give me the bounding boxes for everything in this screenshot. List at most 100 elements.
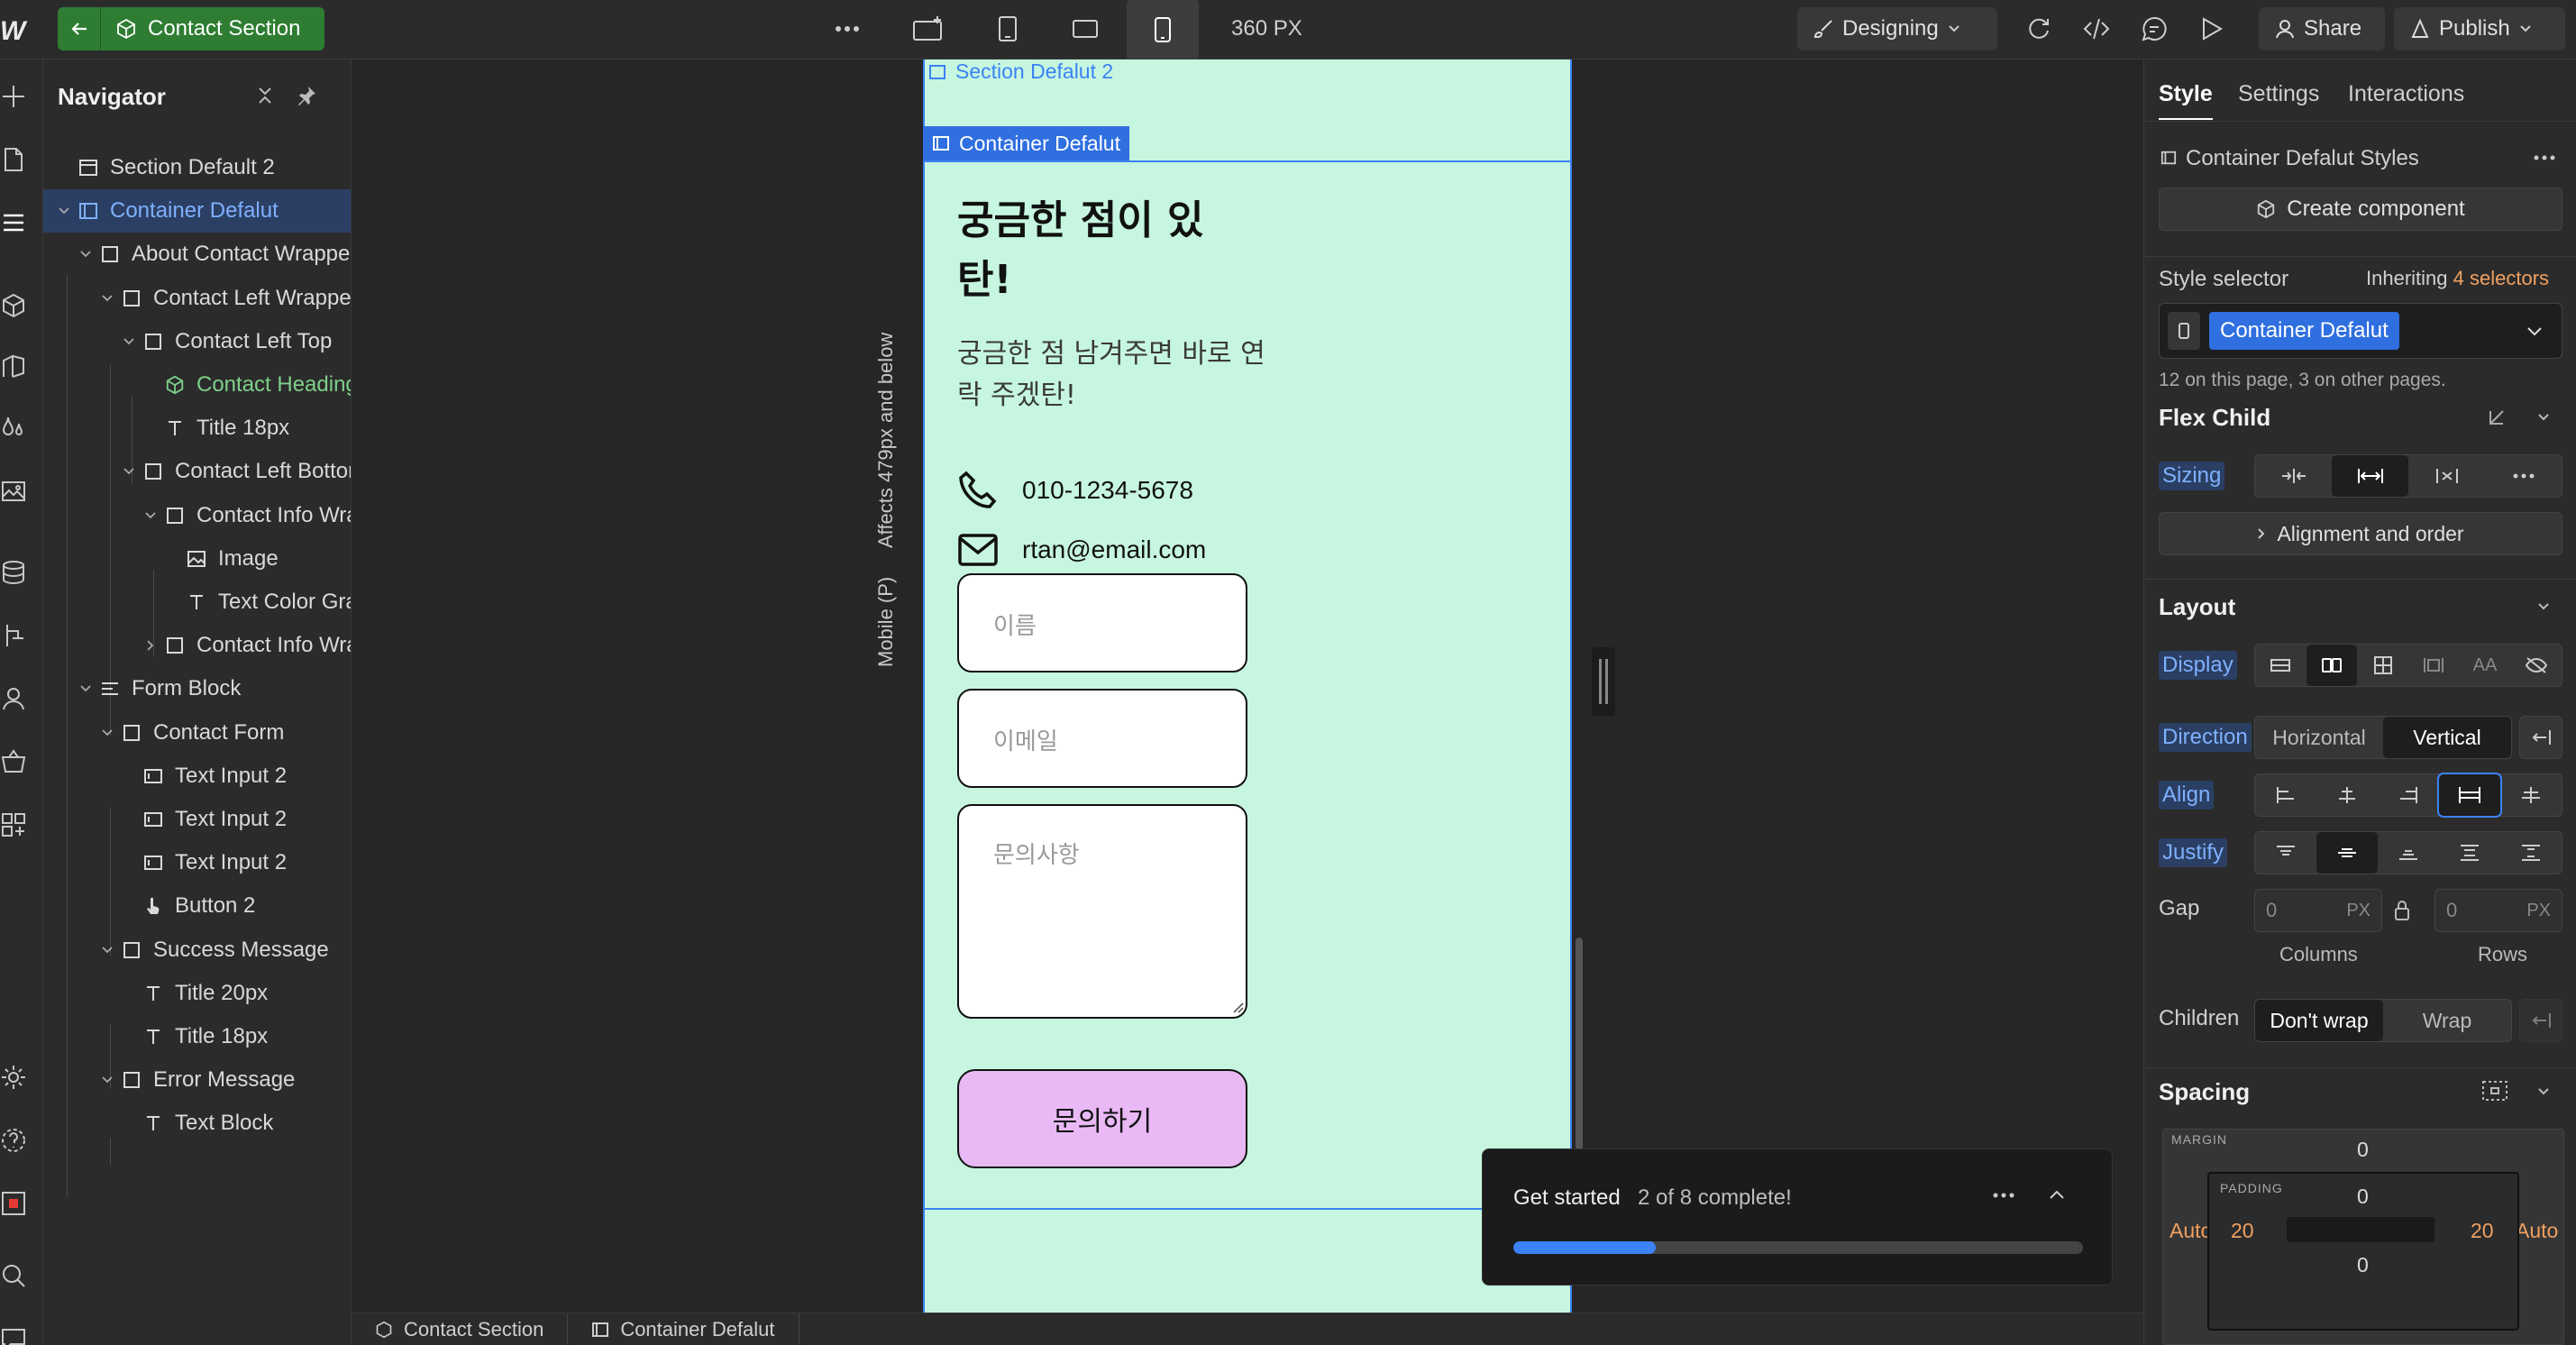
chevron-down-icon[interactable]	[119, 462, 139, 481]
style-selectors-icon[interactable]	[0, 415, 27, 442]
nav-contact-left-top[interactable]: Contact Left Top	[43, 320, 351, 363]
add-elements-icon[interactable]	[0, 83, 27, 110]
breakpoint-landscape-icon[interactable]	[1064, 7, 1107, 50]
chevron-down-icon[interactable]	[2537, 1087, 2550, 1096]
tab-style[interactable]: Style	[2159, 81, 2213, 120]
chevron-down-icon[interactable]	[97, 288, 117, 308]
component-title[interactable]: Contact Section	[115, 7, 300, 50]
navigator-icon[interactable]	[0, 209, 27, 236]
record-icon[interactable]	[0, 1190, 27, 1217]
nav-image[interactable]: Image	[43, 537, 351, 581]
share-button[interactable]: Share	[2259, 7, 2385, 50]
nav-form-block[interactable]: Form Block	[43, 667, 351, 710]
play-preview-icon[interactable]	[2190, 7, 2233, 50]
back-button[interactable]	[58, 7, 101, 50]
code-icon[interactable]	[2075, 7, 2118, 50]
pages-icon[interactable]	[0, 146, 27, 173]
lock-icon[interactable]	[2393, 900, 2411, 921]
canvas-resize-handle[interactable]	[1592, 647, 1615, 716]
components-icon[interactable]	[0, 292, 27, 319]
nav-contact-info-wrapper[interactable]: Contact Info Wrapper	[43, 494, 351, 537]
nav-title-18px-2[interactable]: Title 18px	[43, 1015, 351, 1058]
chevron-down-icon[interactable]	[97, 940, 117, 960]
margin-top-value[interactable]: 0	[2357, 1138, 2369, 1161]
nav-section-default[interactable]: Section Default 2	[43, 146, 351, 189]
expand-icon[interactable]	[2487, 407, 2507, 427]
padding-right-value[interactable]: 20	[2471, 1219, 2494, 1242]
webflow-logo[interactable]: W	[0, 16, 26, 46]
breakpoint-large-icon[interactable]	[907, 7, 950, 50]
chevron-down-icon[interactable]	[2537, 602, 2550, 611]
contact-heading[interactable]: 궁금한 점이 있탄!	[957, 197, 1204, 303]
align-end-icon[interactable]	[2378, 774, 2439, 816]
margin-right-value[interactable]: Auto	[2516, 1219, 2559, 1242]
sizing-grow-icon[interactable]	[2332, 455, 2408, 497]
name-input[interactable]: 이름	[957, 573, 1247, 672]
nav-contact-form[interactable]: Contact Form	[43, 711, 351, 755]
padding-left-value[interactable]: 20	[2231, 1219, 2254, 1242]
display-block-icon[interactable]	[2255, 645, 2307, 686]
apps-icon[interactable]	[0, 811, 27, 838]
chevron-down-icon[interactable]	[97, 723, 117, 743]
breakpoint-tablet-icon[interactable]	[986, 7, 1029, 50]
chevron-down-icon[interactable]	[54, 201, 74, 221]
justify-around-icon[interactable]	[2500, 832, 2562, 874]
nav-title-20px[interactable]: Title 20px	[43, 972, 351, 1015]
display-none-icon[interactable]	[2510, 645, 2562, 686]
padding-bottom-value[interactable]: 0	[2357, 1253, 2369, 1276]
cms-icon[interactable]	[0, 559, 27, 586]
feedback-icon[interactable]	[0, 1325, 27, 1345]
spacing-title[interactable]: Spacing	[2159, 1078, 2251, 1105]
justify-between-icon[interactable]	[2439, 832, 2500, 874]
wrap-reverse-button[interactable]	[2519, 999, 2562, 1042]
breadcrumb-item-contact-section[interactable]: Contact Section	[352, 1313, 569, 1345]
more-icon[interactable]	[1993, 1193, 2014, 1198]
canvas-scrollbar[interactable]	[1576, 938, 1583, 1150]
align-baseline-icon[interactable]	[2500, 774, 2562, 816]
users-icon[interactable]	[0, 685, 27, 712]
display-inline-option[interactable]: AA	[2472, 654, 2498, 675]
justify-start-icon[interactable]	[2255, 832, 2316, 874]
sizing-none-icon[interactable]	[2408, 455, 2485, 497]
nav-about-contact-wrapper[interactable]: About Contact Wrapper	[43, 233, 351, 276]
direction-vertical[interactable]: Vertical	[2383, 717, 2511, 758]
tab-interactions[interactable]: Interactions	[2348, 81, 2465, 106]
nav-contact-info-wrapper-2[interactable]: Contact Info Wrapper	[43, 624, 351, 667]
nav-button-2[interactable]: Button 2	[43, 884, 351, 928]
sizing-shrink-icon[interactable]	[2255, 455, 2332, 497]
create-component-button[interactable]: Create component	[2159, 188, 2562, 231]
publish-button[interactable]: Publish	[2394, 7, 2565, 50]
chevron-down-icon[interactable]	[2537, 413, 2550, 422]
sizing-more-icon[interactable]	[2485, 455, 2562, 497]
selector-chip[interactable]: Container Defalut	[2209, 312, 2399, 350]
wrap-option[interactable]: Wrap	[2422, 1008, 2472, 1032]
more-icon[interactable]	[2534, 155, 2555, 160]
textarea-resize-icon[interactable]	[1233, 1002, 1244, 1013]
nav-text-input-1[interactable]: Text Input 2	[43, 755, 351, 798]
chevron-down-icon[interactable]	[119, 332, 139, 352]
display-inline-block-icon[interactable]	[2408, 645, 2460, 686]
nav-contact-left-bottom[interactable]: Contact Left Bottom	[43, 450, 351, 493]
nav-text-color-gray[interactable]: Text Color Gray	[43, 581, 351, 624]
align-center-icon[interactable]	[2316, 774, 2378, 816]
nav-text-block[interactable]: Text Block	[43, 1102, 351, 1145]
nav-success-message[interactable]: Success Message	[43, 929, 351, 972]
nav-text-input-3[interactable]: Text Input 2	[43, 841, 351, 884]
help-icon[interactable]	[0, 1127, 27, 1154]
chevron-down-icon[interactable]	[141, 506, 160, 526]
nav-contact-heading[interactable]: Contact Heading	[43, 363, 351, 407]
chevron-down-icon[interactable]	[97, 1070, 117, 1090]
container-tag[interactable]: Container Defalut	[923, 126, 1129, 160]
display-grid-icon[interactable]	[2357, 645, 2408, 686]
search-icon[interactable]	[0, 1262, 27, 1289]
nav-contact-left-wrapper[interactable]: Contact Left Wrapper	[43, 277, 351, 320]
chevron-down-icon[interactable]	[2526, 326, 2543, 337]
ecommerce-icon[interactable]	[0, 748, 27, 775]
direction-horizontal[interactable]: Horizontal	[2272, 725, 2366, 749]
layout-title[interactable]: Layout	[2159, 593, 2236, 620]
refresh-icon[interactable]	[2017, 7, 2060, 50]
email-input[interactable]: 이메일	[957, 689, 1247, 788]
nav-text-input-2[interactable]: Text Input 2	[43, 798, 351, 841]
gap-rows-input[interactable]: 0 PX	[2434, 889, 2562, 932]
margin-left-value[interactable]: Auto	[2170, 1219, 2213, 1242]
